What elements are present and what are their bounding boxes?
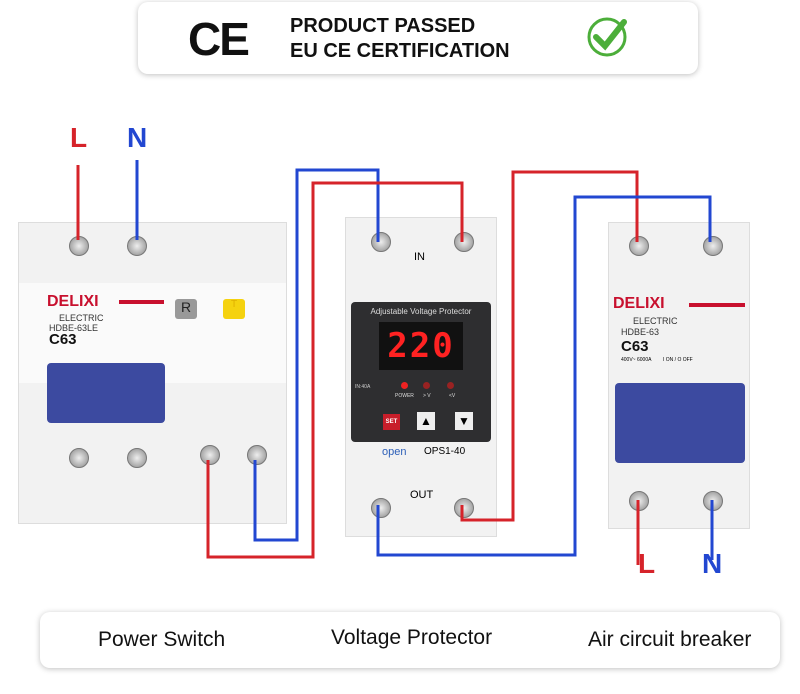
wire-red-out: [460, 170, 639, 522]
wire-red-in: [206, 181, 464, 559]
rating-label: C63: [621, 338, 649, 355]
terminal-L-input: L: [70, 122, 88, 153]
control-panel: Adjustable Voltage Protector 220 IN:40A …: [351, 302, 491, 442]
device-labels: Power Switch Voltage Protector Air circu…: [40, 612, 780, 668]
down-button[interactable]: ▼: [455, 412, 473, 430]
certification-text: PRODUCT PASSED EU CE CERTIFICATION: [290, 14, 510, 64]
set-button[interactable]: SET: [383, 414, 400, 430]
protector-model: OPS1-40: [424, 446, 466, 457]
terminal-N-output: N: [702, 548, 723, 579]
power-led: [401, 382, 408, 389]
certification-banner: CE PRODUCT PASSED EU CE CERTIFICATION: [138, 2, 698, 74]
brand-label: DELIXI: [47, 293, 99, 310]
rating-label: C63: [49, 331, 77, 348]
cert-line-1: PRODUCT PASSED: [290, 15, 476, 37]
terminal-N-input: N: [127, 122, 148, 153]
reset-button[interactable]: R: [175, 299, 197, 319]
current-label: IN:40A: [355, 384, 371, 390]
model-label: HDBE-63LE: [49, 323, 99, 333]
switch-handle[interactable]: [47, 363, 165, 423]
screw-icon: [703, 236, 723, 256]
ce-mark: CE: [188, 13, 250, 65]
screw-icon: [127, 448, 147, 468]
in-label: IN: [414, 251, 425, 263]
screw-icon: [200, 445, 220, 465]
test-button[interactable]: T: [223, 299, 245, 319]
screw-icon: [371, 232, 391, 252]
on-off-label: I ON / O OFF: [663, 357, 693, 363]
out-label: OUT: [410, 489, 434, 501]
under-led-label: <V: [449, 393, 456, 399]
wire-blue-out: [376, 195, 712, 557]
screw-icon: [371, 498, 391, 518]
power-led-label: POWER: [395, 393, 414, 399]
power-switch-device: DELIXI ELECTRIC HDBE-63LE C63 R T: [18, 222, 287, 524]
protector-brand: open: [382, 446, 407, 458]
brand-label: DELIXI: [613, 295, 665, 312]
label-air-circuit-breaker: Air circuit breaker: [588, 628, 752, 651]
up-button[interactable]: ▲: [417, 412, 435, 430]
voltage-protector-device: IN Adjustable Voltage Protector 220 IN:4…: [345, 217, 497, 537]
screw-icon: [454, 498, 474, 518]
brand-sub: ELECTRIC: [59, 313, 104, 323]
wire-blue-in: [253, 168, 380, 542]
screw-icon: [454, 232, 474, 252]
over-led-label: > V: [423, 393, 431, 399]
under-voltage-led: [447, 382, 454, 389]
screw-icon: [629, 236, 649, 256]
terminal-L-output: L: [638, 548, 656, 579]
label-voltage-protector: Voltage Protector: [331, 626, 493, 649]
screw-icon: [247, 445, 267, 465]
switch-handle[interactable]: [615, 383, 745, 463]
spec-label: 400V~ 6000A: [621, 357, 652, 363]
brand-sub: ELECTRIC: [633, 316, 678, 326]
voltage-display: 220: [379, 322, 463, 370]
screw-icon: [69, 448, 89, 468]
cert-line-2: EU CE CERTIFICATION: [290, 40, 510, 62]
label-power-switch: Power Switch: [98, 628, 226, 651]
check-icon: [587, 17, 627, 57]
air-circuit-breaker-device: DELIXI ELECTRIC HDBE-63 C63 400V~ 6000A …: [608, 222, 750, 529]
over-voltage-led: [423, 382, 430, 389]
panel-title: Adjustable Voltage Protector: [370, 307, 472, 316]
model-label: HDBE-63: [621, 327, 660, 337]
